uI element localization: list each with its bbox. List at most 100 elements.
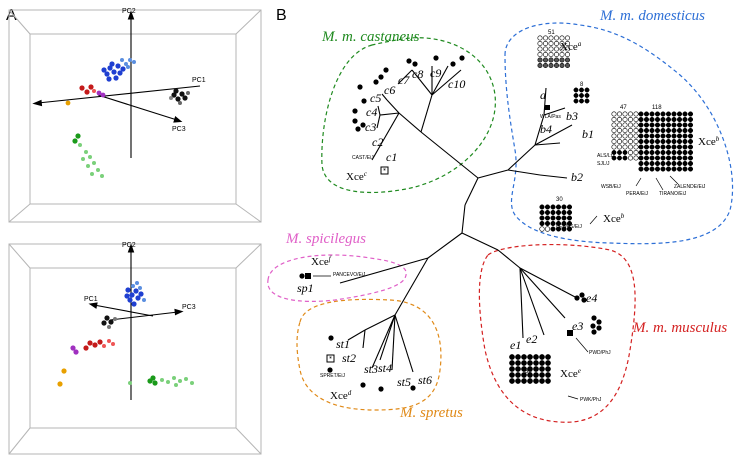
grid-dot (649, 122, 655, 128)
grid-dot (660, 116, 666, 123)
grid-dot (671, 111, 677, 117)
count-35: 35 (525, 369, 532, 375)
grid-dot (550, 215, 556, 221)
grid-dot (616, 139, 622, 145)
grid-dot (671, 155, 677, 161)
xce-b-bottom: Xceb (603, 212, 625, 225)
grid-dot (622, 128, 628, 134)
grid-dot (555, 215, 562, 221)
grid-dot (555, 220, 562, 227)
grid-dot (611, 155, 617, 161)
grid-dot (676, 111, 683, 117)
grid-dot (654, 127, 661, 134)
grid-dot (584, 87, 590, 93)
grid-dot (682, 122, 688, 128)
grid-dot (521, 360, 527, 366)
grid-dot (539, 209, 545, 216)
strain-wla: WLA/Pas (540, 114, 561, 120)
grid-dot (665, 166, 672, 172)
grid-dot (555, 204, 562, 210)
grid-dot (553, 40, 559, 46)
grid-dot (649, 116, 655, 123)
grid-dot (548, 62, 554, 68)
grid-dot (649, 149, 655, 156)
grid-dot (539, 215, 545, 221)
strain-markers: * * (305, 105, 573, 363)
grid-dot (555, 226, 562, 232)
tip-st6: st6 (418, 373, 432, 387)
grid-dot (533, 366, 539, 372)
grid-dot (633, 117, 639, 123)
grid-dot (622, 155, 628, 161)
grid-dot (533, 354, 539, 360)
grid-dot (539, 204, 545, 210)
grid-dot (627, 139, 633, 145)
grid-dot (622, 144, 628, 150)
grid-dot (542, 57, 548, 63)
strain-spret: SPRET/EiJ (320, 373, 346, 379)
grid-dot (573, 87, 579, 93)
pca-bottom-cube (8, 243, 262, 455)
domesticus-label: M. m. domesticus (599, 8, 705, 24)
tip-c8: c8 (412, 67, 423, 81)
grid-dot (561, 220, 567, 227)
grid-dot (660, 133, 666, 139)
grid-dot (649, 144, 655, 150)
grid-dot (627, 128, 633, 134)
grid-dot (542, 46, 548, 52)
spretus-label: M. spretus (399, 405, 463, 421)
grid-dot (553, 62, 559, 68)
dot-grid-118 (638, 111, 694, 172)
grid-dot (527, 354, 533, 360)
grid-dot (539, 360, 545, 366)
musculus-outline (478, 243, 636, 423)
grid-dot (616, 133, 622, 139)
grid-dot (611, 111, 617, 117)
pwd-marker (567, 330, 573, 336)
strain-sjl: SJL/J (597, 161, 610, 167)
grid-dot (509, 354, 515, 360)
strain-pera: PERA/EiJ (626, 191, 648, 197)
tip-c5: c5 (370, 91, 381, 105)
tip-b3: b3 (566, 109, 578, 123)
grid-dot (548, 51, 554, 57)
dot-grid-35 (509, 354, 551, 384)
pca-bottom-points (57, 281, 194, 387)
grid-dot (627, 133, 633, 139)
grid-dot (660, 122, 666, 128)
grid-dot (537, 40, 543, 46)
grid-dot (521, 372, 527, 378)
grid-dot (649, 127, 655, 134)
grid-dot (548, 46, 554, 52)
pointer-lines (313, 175, 679, 400)
pca-top-axes (32, 10, 201, 158)
grid-dot (665, 144, 672, 150)
grid-dot (654, 149, 661, 156)
tip-e1: e1 (510, 338, 521, 352)
panel-label-b: B (276, 7, 287, 24)
grid-dot (509, 372, 515, 378)
grid-dot (671, 116, 677, 123)
grid-dot (564, 40, 570, 46)
grid-dot (633, 122, 639, 128)
grid-dot (542, 35, 548, 41)
grid-dot (638, 166, 644, 172)
grid-dot (665, 133, 672, 139)
strain-tirano: TIRANO/EiJ (659, 191, 687, 197)
grid-dot (676, 160, 683, 167)
grid-dot (561, 204, 567, 210)
grid-dot (676, 144, 683, 150)
grid-dot (616, 144, 622, 150)
pca-bottom-pc3-label: PC3 (182, 304, 196, 311)
grid-dot (660, 160, 666, 167)
grid-dot (533, 372, 539, 378)
grid-dot (682, 166, 688, 172)
castaneus-outline (321, 37, 496, 194)
grid-dot (537, 35, 543, 41)
grid-dot (633, 144, 639, 150)
pca-top-cube (8, 9, 262, 223)
grid-dot (537, 57, 543, 63)
grid-dot (616, 128, 622, 134)
grid-dot (515, 372, 521, 378)
